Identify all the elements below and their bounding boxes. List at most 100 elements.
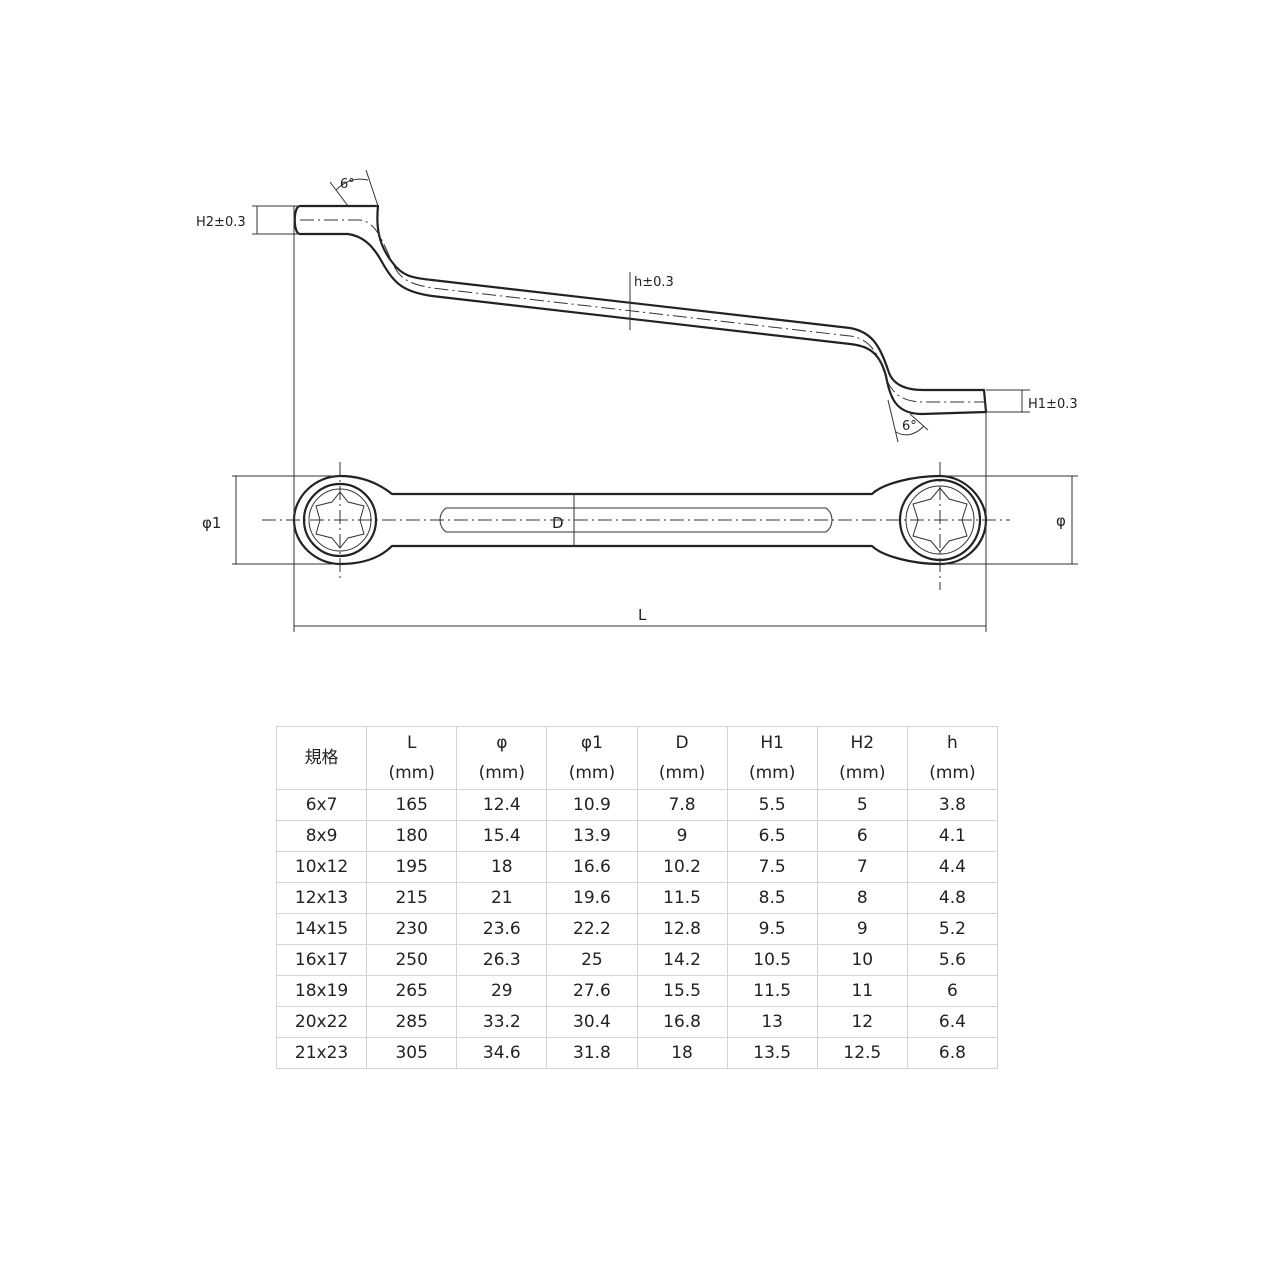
table-cell: 12x13	[275, 882, 368, 914]
column-header: L (mm)	[366, 726, 458, 790]
d-label: D	[552, 514, 564, 532]
table-cell: 215	[366, 882, 458, 914]
table-cell: 21	[456, 882, 548, 914]
h-label: h±0.3	[634, 275, 674, 290]
table-header-row: 規格 L (mm) φ (mm) φ1 (mm) D (mm) H1 (mm) H2 (mm) h (mm)	[275, 726, 999, 790]
top-view: D φ1 φ L	[202, 206, 1078, 632]
column-name: h	[947, 733, 958, 753]
table-cell: 13.5	[726, 1037, 818, 1069]
table-cell: 30.4	[546, 1006, 638, 1038]
column-name: φ	[496, 733, 508, 753]
table-cell: 165	[366, 789, 458, 821]
table-cell: 11	[816, 975, 908, 1007]
table-cell: 18	[636, 1037, 728, 1069]
table-cell: 15.5	[636, 975, 728, 1007]
column-header: φ (mm)	[456, 726, 548, 790]
table-cell: 10.2	[636, 851, 728, 883]
table-cell: 18	[456, 851, 548, 883]
table-cell: 305	[366, 1037, 458, 1069]
table-cell: 7.5	[726, 851, 818, 883]
column-name: D	[675, 733, 689, 753]
column-name: 規格	[304, 748, 339, 768]
table-cell: 29	[456, 975, 548, 1007]
table-cell: 9	[816, 913, 908, 945]
column-name: φ1	[580, 733, 603, 753]
table-cell: 5.2	[906, 913, 999, 945]
table-cell: 10.5	[726, 944, 818, 976]
table-cell: 8	[816, 882, 908, 914]
column-unit: (mm)	[658, 763, 706, 783]
table-cell: 5	[816, 789, 908, 821]
column-unit: (mm)	[929, 763, 976, 783]
column-header: H1 (mm)	[726, 726, 818, 790]
table-cell: 23.6	[456, 913, 548, 945]
table-cell: 265	[366, 975, 458, 1007]
table-cell: 6.4	[906, 1006, 999, 1038]
column-header: D (mm)	[636, 726, 728, 790]
table-cell: 180	[366, 820, 458, 852]
spec-table: 規格 L (mm) φ (mm) φ1 (mm) D (mm) H1 (mm) H2 (mm) h (mm)…	[275, 726, 999, 1069]
table-cell: 13	[726, 1006, 818, 1038]
table-cell: 18x19	[275, 975, 368, 1007]
column-header: H2 (mm)	[816, 726, 908, 790]
table-cell: 6	[816, 820, 908, 852]
table-cell: 12	[816, 1006, 908, 1038]
table-cell: 6	[906, 975, 999, 1007]
table-cell: 14.2	[636, 944, 728, 976]
table-cell: 27.6	[546, 975, 638, 1007]
table-cell: 6.5	[726, 820, 818, 852]
column-unit: (mm)	[748, 763, 796, 783]
table-cell: 13.9	[546, 820, 638, 852]
angle-bottom-label: 6°	[902, 419, 917, 434]
table-cell: 230	[366, 913, 458, 945]
table-cell: 9	[636, 820, 728, 852]
side-profile-outline	[293, 204, 988, 416]
h2-label: H2±0.3	[196, 215, 246, 230]
table-cell: 10.9	[546, 789, 638, 821]
table-cell: 31.8	[546, 1037, 638, 1069]
table-cell: 5.5	[726, 789, 818, 821]
table-cell: 12.5	[816, 1037, 908, 1069]
table-cell: 22.2	[546, 913, 638, 945]
table-cell: 11.5	[726, 975, 818, 1007]
column-name: H2	[850, 733, 875, 753]
table-cell: 15.4	[456, 820, 548, 852]
column-unit: (mm)	[839, 763, 886, 783]
table-cell: 25	[546, 944, 638, 976]
table-cell: 14x15	[275, 913, 368, 945]
column-name: L	[406, 733, 417, 753]
table-cell: 19.6	[546, 882, 638, 914]
column-header: h (mm)	[906, 726, 999, 790]
side-centerline	[300, 219, 986, 403]
table-cell: 6x7	[275, 789, 368, 821]
table-cell: 21x23	[275, 1037, 368, 1069]
column-header: 規格	[275, 726, 368, 790]
l-label: L	[638, 606, 647, 624]
table-cell: 12.4	[456, 789, 548, 821]
column-unit: (mm)	[388, 763, 435, 783]
table-cell: 10	[816, 944, 908, 976]
table-cell: 16.8	[636, 1006, 728, 1038]
table-cell: 16.6	[546, 851, 638, 883]
table-cell: 11.5	[636, 882, 728, 914]
table-cell: 285	[366, 1006, 458, 1038]
table-cell: 12.8	[636, 913, 728, 945]
table-cell: 5.6	[906, 944, 999, 976]
column-unit: (mm)	[478, 763, 525, 783]
column-header: φ1 (mm)	[546, 726, 638, 790]
column-name: H1	[760, 733, 784, 753]
table-cell: 6.8	[906, 1037, 999, 1069]
table-cell: 7	[816, 851, 908, 883]
table-cell: 33.2	[456, 1006, 548, 1038]
side-view: H2±0.3 h±0.3 H1±0.3 6° 6°	[196, 169, 1078, 443]
column-unit: (mm)	[568, 763, 616, 783]
table-cell: 250	[366, 944, 458, 976]
